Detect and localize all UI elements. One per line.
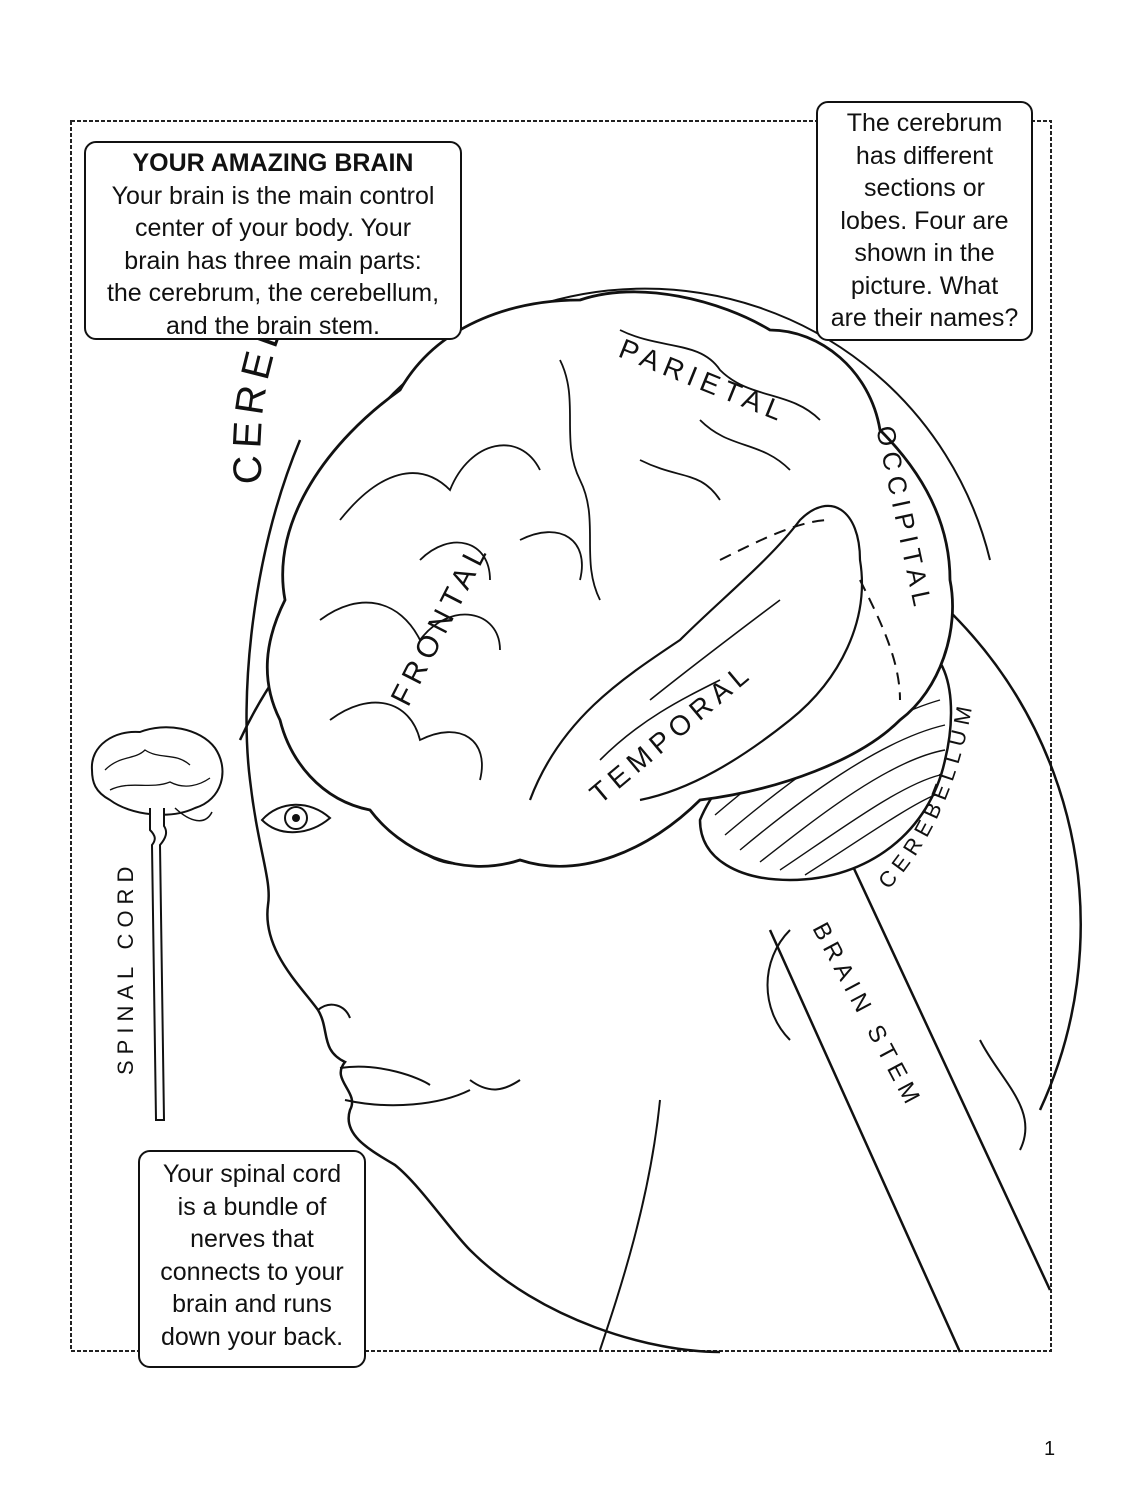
intro-line: center of your body. Your — [134, 214, 412, 242]
nose — [317, 1003, 351, 1019]
lips — [339, 1065, 471, 1107]
intro-line: Your brain is the main control — [111, 181, 435, 210]
neck — [599, 1039, 1027, 1351]
spinal-line: nerves that — [190, 1225, 314, 1253]
lobes-line: has different — [855, 141, 994, 170]
lobes-line: are their names? — [830, 304, 1019, 332]
spinal-line: Your spinal cord — [162, 1160, 342, 1188]
lobes-line: shown in the — [854, 239, 995, 267]
page-frame — [70, 120, 1052, 1352]
spinal-line: connects to your — [160, 1257, 344, 1286]
cerebrum-shape — [265, 290, 954, 868]
page-number: 1 — [1044, 1438, 1056, 1460]
face-outline — [245, 439, 721, 1354]
small-spinal-cord — [149, 808, 168, 1121]
intro-line: brain has three main parts: — [124, 246, 422, 275]
spinal-cord-label: SPINAL CORD — [113, 861, 138, 1075]
small-brain — [90, 726, 224, 822]
spinal-line: down your back. — [160, 1322, 344, 1351]
spinal-line: is a bundle of — [177, 1192, 327, 1221]
lobes-line: picture. What — [850, 271, 999, 300]
ear — [766, 929, 791, 1041]
brain-stem-band — [768, 859, 1052, 1353]
lobes-line: sections or — [864, 174, 985, 202]
lobes-question-box: The cerebrum has different sections or l… — [816, 101, 1033, 341]
left-eye — [260, 803, 332, 834]
spinal-line: brain and runs — [172, 1290, 332, 1318]
lobes-line: lobes. Four are — [840, 206, 1009, 235]
brain-stem-label: BRAIN STEM — [807, 918, 928, 1113]
smile-line — [469, 1079, 521, 1091]
lobes-line: The cerebrum — [846, 109, 1003, 137]
intro-line: the cerebrum, the cerebellum, — [106, 279, 440, 307]
intro-text-box: YOUR AMAZING BRAIN Your brain is the mai… — [84, 141, 462, 340]
intro-title: YOUR AMAZING BRAIN — [132, 149, 414, 177]
spinal-cord-text-box: Your spinal cord is a bundle of nerves t… — [138, 1150, 366, 1368]
intro-line: and the brain stem. — [165, 311, 380, 340]
